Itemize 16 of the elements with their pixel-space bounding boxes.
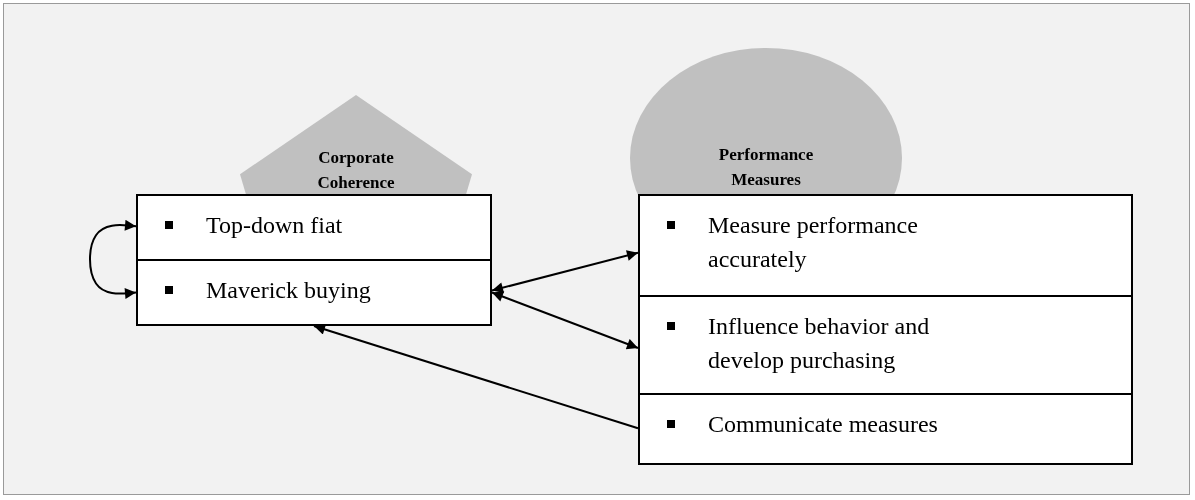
list-item-box — [638, 295, 1133, 395]
item-text: Influence behavior and develop purchasing — [708, 312, 931, 375]
item-text: Communicate measures — [708, 410, 939, 439]
shape-label: Corporate Coherence — [316, 147, 396, 194]
item-text: Measure performance accurately — [708, 211, 919, 274]
item-text: Maverick buying — [206, 276, 372, 305]
list-item-box — [638, 194, 1133, 297]
shape-label: Performance Measures — [717, 144, 815, 191]
list-item-box — [136, 194, 492, 261]
list-item-box — [638, 393, 1133, 465]
item-text: Top-down fiat — [206, 211, 344, 240]
arrow — [89, 219, 137, 299]
arrow — [313, 324, 639, 430]
list-item-box — [136, 259, 492, 326]
arrow — [491, 291, 639, 350]
arrow — [491, 250, 639, 294]
